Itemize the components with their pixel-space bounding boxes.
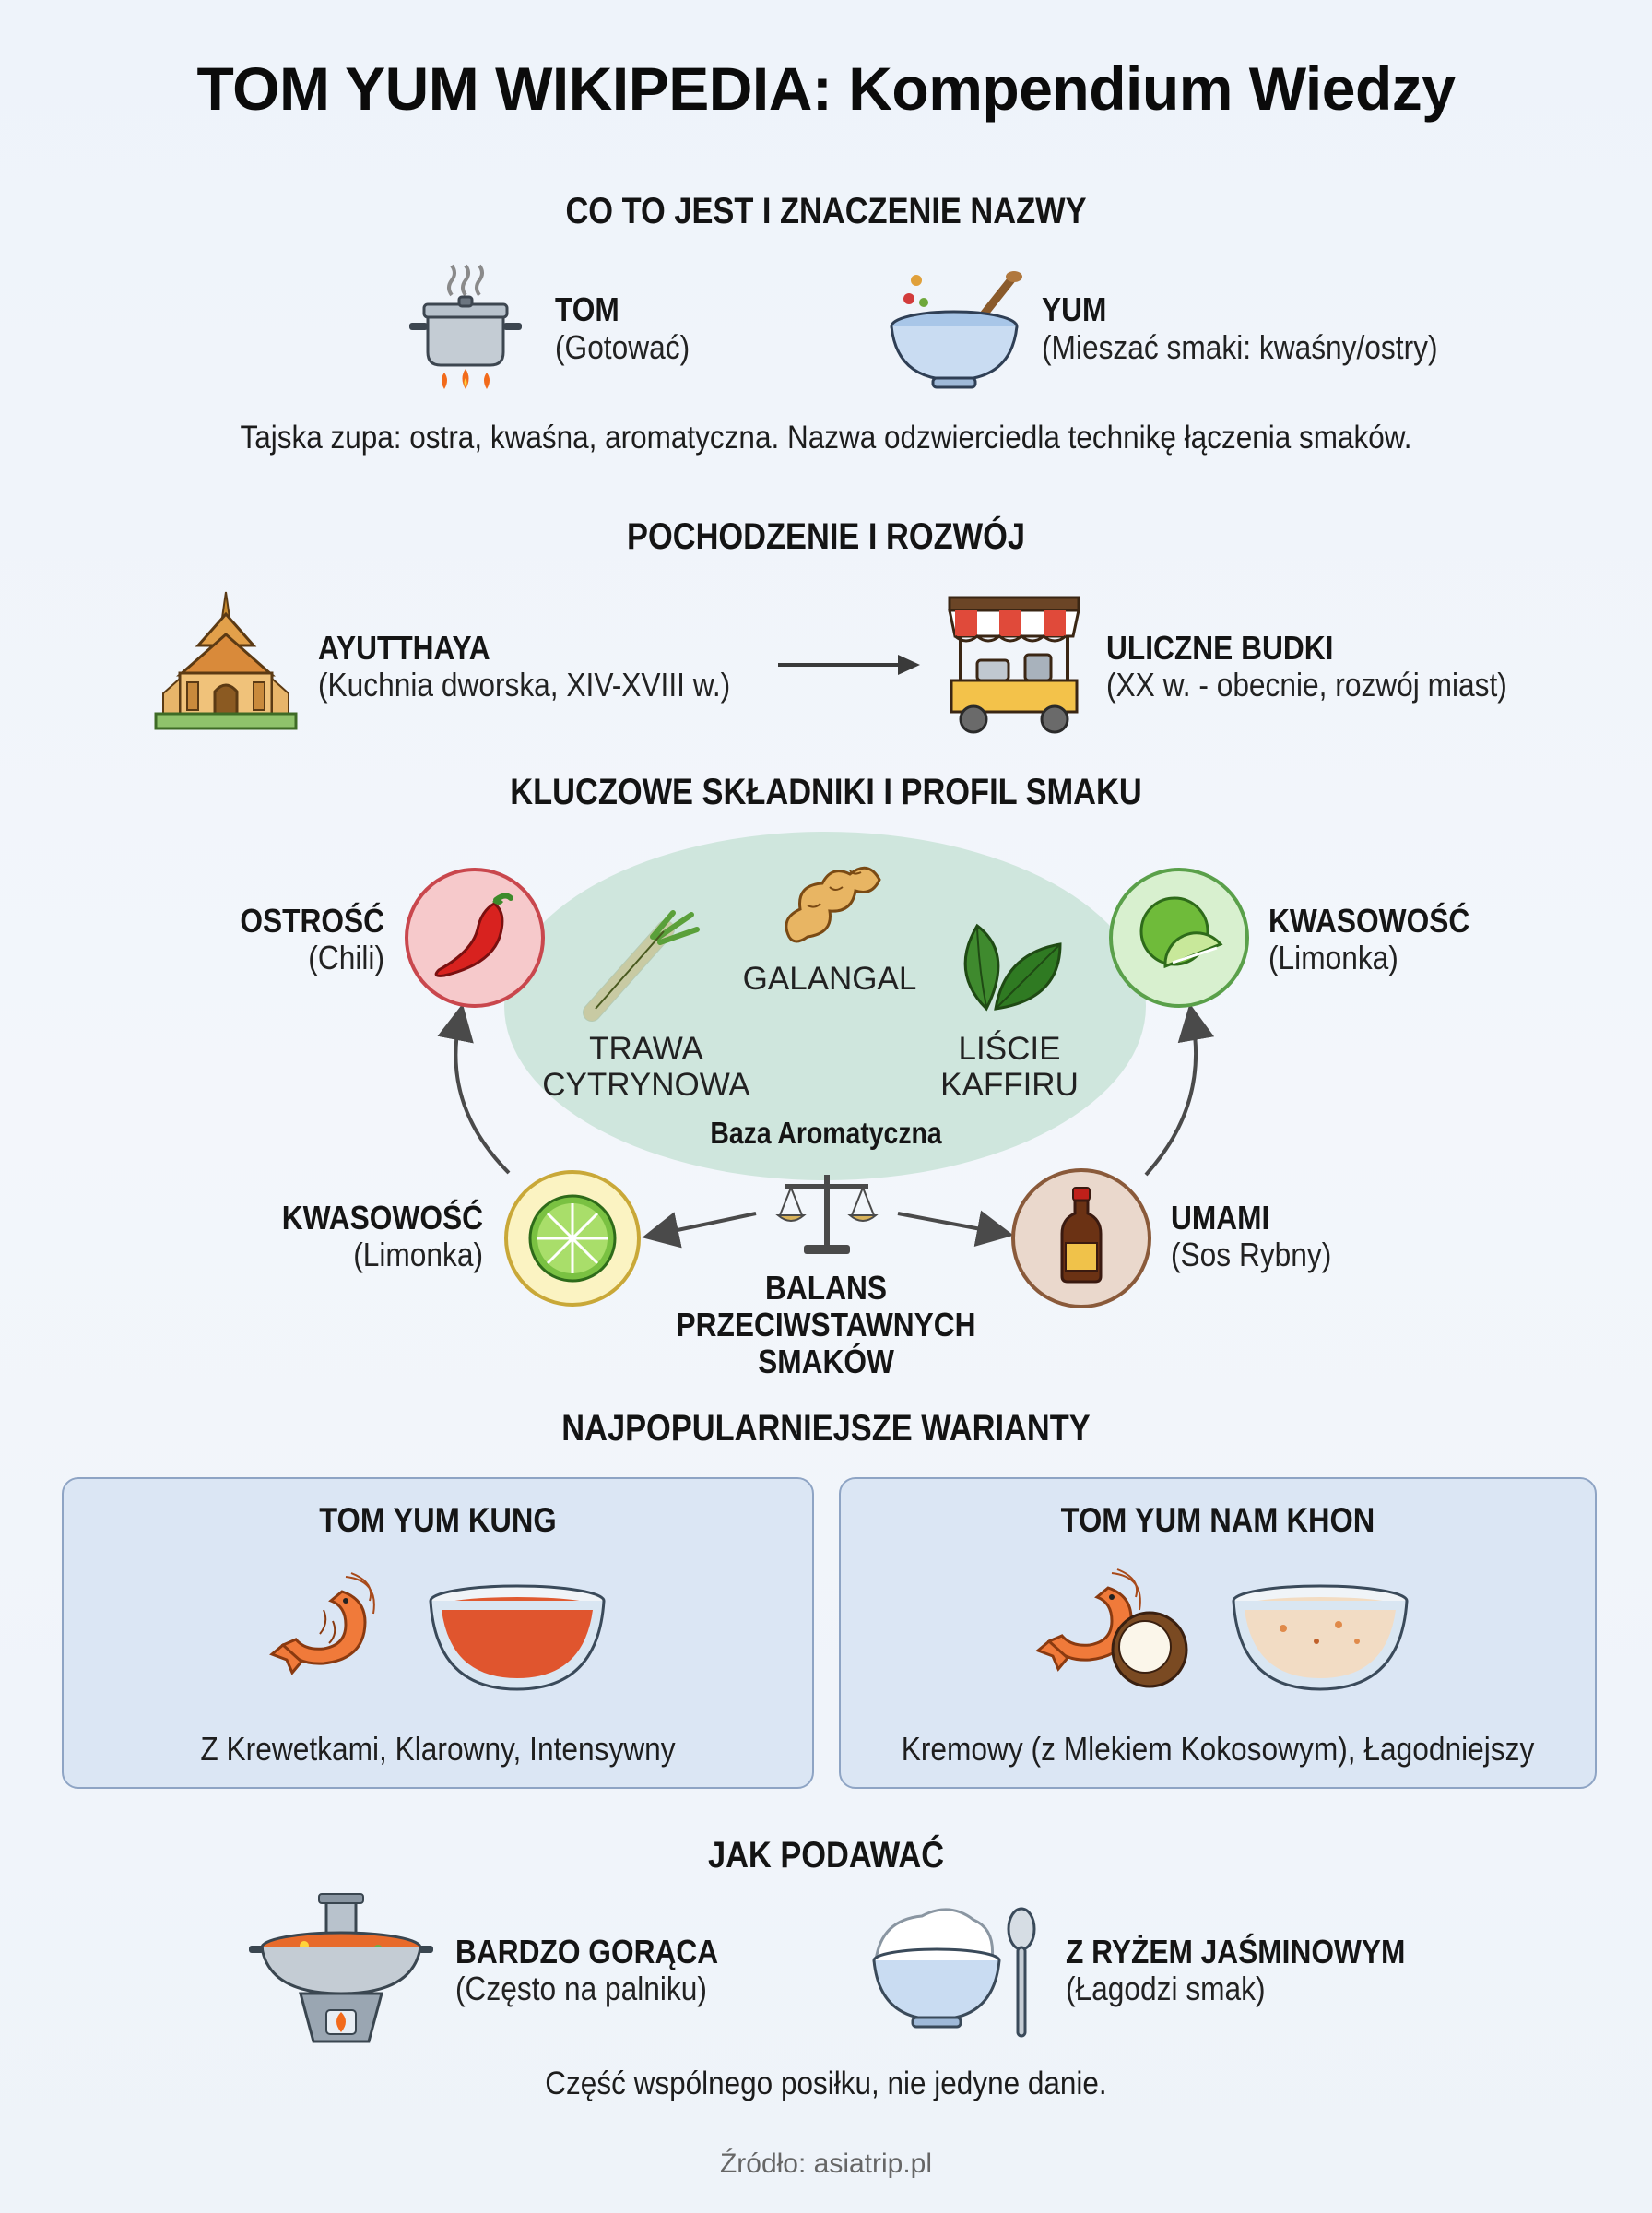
sour-top-label: KWASOWOŚĆ <box>1268 902 1470 940</box>
timeline-arrow <box>778 655 920 675</box>
fish-sauce-icon <box>1011 1168 1151 1308</box>
umami-source: (Sos Rybny) <box>1171 1236 1332 1273</box>
serve-hot-label: BARDZO GORĄCA <box>455 1933 719 1970</box>
variant-nam-khon-description: Kremowy (z Mlekiem Kokosowym), Łagodniej… <box>901 1730 1535 1768</box>
source-credit: Źródło: asiatrip.pl <box>719 2148 933 2179</box>
lemongrass-label-2: CYTRYNOWA <box>542 1067 750 1103</box>
yum-label: YUM <box>1042 290 1107 328</box>
lime-slice-icon <box>504 1170 641 1307</box>
serve-hot-note: (Często na palniku) <box>455 1970 707 2007</box>
serve-rice-note: (Łagodzi smak) <box>1066 1970 1266 2007</box>
umami-label: UMAMI <box>1171 1199 1270 1237</box>
balance-label-2: PRZECIWSTAWNYCH <box>676 1306 976 1343</box>
variant-kung-description: Z Krewetkami, Klarowny, Intensywny <box>200 1730 676 1768</box>
tom-meaning: (Gotować) <box>555 328 690 366</box>
kaffir-leaves-icon <box>963 923 1062 1012</box>
section-heading-serving: JAK PODAWAĆ <box>707 1835 945 1876</box>
chili-icon <box>405 868 545 1008</box>
tom-label: TOM <box>555 290 620 328</box>
section-heading-origin: POCHODZENIE I ROZWÓJ <box>627 516 1025 557</box>
serving-note: Część wspólnego posiłku, nie jedyne dani… <box>545 2065 1107 2101</box>
variant-card-kung: TOM YUM KUNG Z Krewetkami, Klarowny, Int… <box>62 1477 814 1789</box>
temple-icon <box>154 591 298 730</box>
mixing-bowl-icon <box>890 271 1022 389</box>
street-stalls-label: ULICZNE BUDKI <box>1106 629 1334 667</box>
ayutthaya-period: (Kuchnia dworska, XIV-XVIII w.) <box>318 666 731 704</box>
section-heading-ingredients: KLUCZOWE SKŁADNIKI I PROFIL SMAKU <box>510 772 1142 812</box>
hot-pot-icon <box>249 1893 433 2043</box>
aromatic-base-label: Baza Aromatyczna <box>710 1116 942 1150</box>
flavor-arrows <box>437 1003 1215 1249</box>
section-heading-variants: NAJPOPULARNIEJSZE WARIANTY <box>561 1408 1091 1449</box>
balance-scale-icon <box>775 1175 879 1254</box>
lemongrass-icon <box>583 910 700 1022</box>
street-stall-icon <box>948 596 1080 734</box>
lemongrass-label-1: TRAWA <box>589 1031 703 1067</box>
shrimp-icon <box>269 1572 375 1675</box>
yum-meaning: (Mieszać smaki: kwaśny/ostry) <box>1042 328 1438 366</box>
rice-bowl-icon <box>872 1907 1036 2038</box>
balance-label-1: BALANS <box>765 1269 887 1307</box>
spicy-source: (Chili) <box>308 939 384 976</box>
page-title: TOM YUM WIKIPEDIA: Kompendium Wiedzy <box>196 54 1456 123</box>
variant-nam-khon-title: TOM YUM NAM KHON <box>1060 1501 1375 1539</box>
variant-kung-title: TOM YUM KUNG <box>319 1501 557 1539</box>
spicy-label: OSTROŚĆ <box>240 902 384 940</box>
galangal-icon <box>785 866 881 943</box>
clear-soup-bowl-icon <box>429 1584 606 1691</box>
street-stalls-period: (XX w. - obecnie, rozwój miast) <box>1106 666 1507 704</box>
galangal-label: GALANGAL <box>742 961 917 997</box>
sour-bottom-source: (Limonka) <box>353 1236 483 1273</box>
coconut-icon <box>1111 1611 1188 1688</box>
creamy-soup-bowl-icon <box>1232 1584 1409 1691</box>
sour-bottom-label: KWASOWOŚĆ <box>281 1199 483 1237</box>
sour-top-source: (Limonka) <box>1268 939 1398 976</box>
balance-label-3: SMAKÓW <box>758 1343 894 1380</box>
ayutthaya-label: AYUTTHAYA <box>318 629 490 667</box>
variant-card-nam-khon: TOM YUM NAM KHON Kremowy (z Mlekiem Koko… <box>839 1477 1597 1789</box>
kaffir-label-2: KAFFIRU <box>940 1067 1079 1103</box>
kaffir-label-1: LIŚCIE <box>958 1031 1061 1067</box>
section-heading-definition: CO TO JEST I ZNACZENIE NAZWY <box>565 191 1087 231</box>
lime-icon <box>1109 868 1249 1008</box>
cooking-pot-icon <box>409 264 522 389</box>
serve-rice-label: Z RYŻEM JAŚMINOWYM <box>1066 1933 1406 1970</box>
definition-description: Tajska zupa: ostra, kwaśna, aromatyczna.… <box>240 420 1412 456</box>
